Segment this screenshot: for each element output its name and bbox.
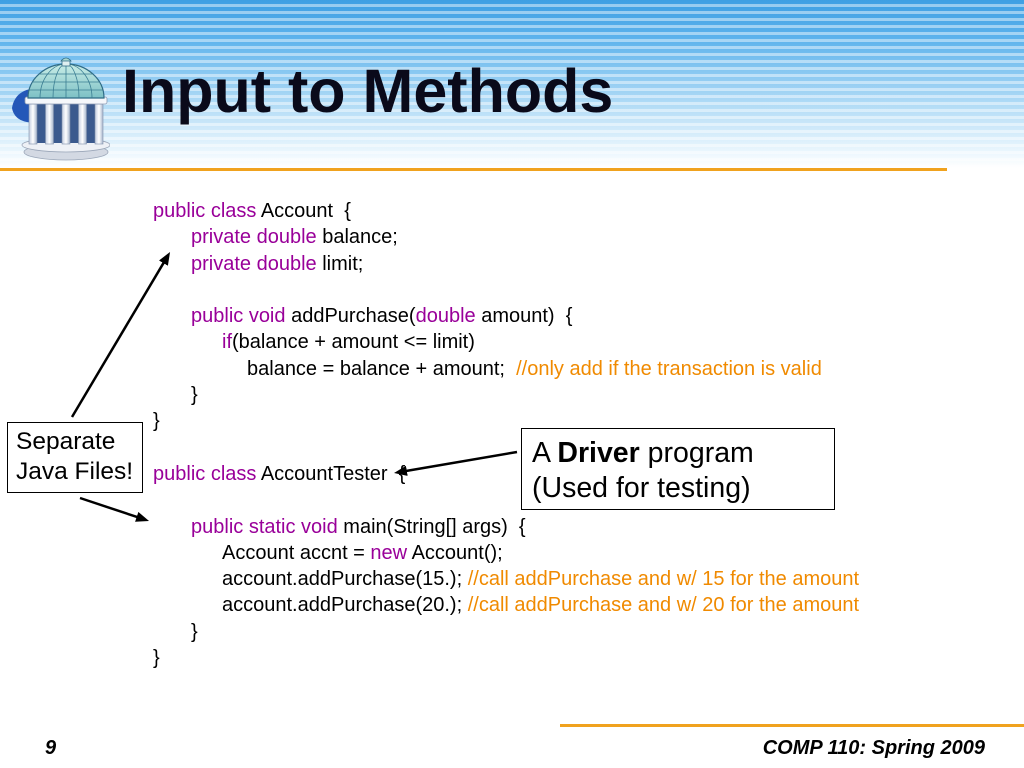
code-keyword: new <box>370 541 408 564</box>
code-text: account.addPurchase(15.); <box>222 568 468 591</box>
code-text: amount) { <box>475 305 573 328</box>
driver-program-callout: A Driver program (Used for testing) <box>521 428 835 510</box>
code-keyword: double <box>415 305 476 328</box>
code-text: addPurchase( <box>285 305 416 328</box>
code-line: public class AccountTester { <box>0 461 1024 487</box>
code-keyword: private double <box>191 252 317 275</box>
callout-text: A <box>532 437 558 469</box>
code-text: Account(); <box>407 541 503 564</box>
code-text: Account accnt = <box>222 541 371 564</box>
blank-line <box>0 487 1024 513</box>
code-text: balance; <box>316 226 398 249</box>
code-line: } <box>0 619 1024 645</box>
code-line: } <box>0 382 1024 408</box>
footer-divider <box>560 724 1024 727</box>
code-text: } <box>191 620 198 643</box>
callout-text: Separate <box>16 428 116 455</box>
code-line: public class Account { <box>0 198 1024 224</box>
code-keyword: private double <box>191 226 317 249</box>
code-line: private double limit; <box>0 251 1024 277</box>
slide-number: 9 <box>45 737 57 759</box>
header-band <box>0 0 1024 168</box>
code-line: private double balance; <box>0 224 1024 250</box>
code-line: } <box>0 408 1024 434</box>
code-keyword: public static void <box>191 515 338 538</box>
code-text: } <box>153 647 160 670</box>
logo-columns <box>28 103 104 145</box>
code-keyword: public class <box>153 462 257 485</box>
blank-line <box>0 277 1024 303</box>
code-text: AccountTester { <box>256 462 406 485</box>
code-text: (balance + amount <= limit) <box>232 331 475 354</box>
blank-line <box>0 435 1024 461</box>
code-comment: //call addPurchase and w/ 20 for the amo… <box>467 594 860 617</box>
code-comment: //only add if the transaction is valid <box>516 357 822 380</box>
callout-bold-text: Driver <box>557 437 640 469</box>
old-well-icon <box>12 57 110 161</box>
code-keyword: public class <box>153 200 257 222</box>
code-keyword: public void <box>191 305 286 328</box>
code-line: public void addPurchase( double amount) … <box>0 303 1024 329</box>
code-comment: //call addPurchase and w/ 15 for the amo… <box>467 568 860 591</box>
code-keyword: if <box>222 331 232 354</box>
code-text: balance = balance + amount; <box>247 357 517 380</box>
course-footer: COMP 110: Spring 2009 <box>762 737 985 759</box>
code-text: limit; <box>316 252 364 275</box>
code-line: if (balance + amount <= limit) <box>0 329 1024 355</box>
code-text: Account { <box>256 200 351 222</box>
separate-files-callout: Separate Java Files! <box>7 422 143 493</box>
code-line: } <box>0 645 1024 671</box>
callout-text: Java Files! <box>16 458 134 485</box>
header-divider <box>0 168 947 171</box>
code-listing: public class Account { private double ba… <box>0 198 1024 671</box>
code-line: account.addPurchase(15.); //call addPurc… <box>0 566 1024 592</box>
callout-text: (Used for testing) <box>532 472 751 504</box>
code-line: public static void main(String[] args) { <box>0 514 1024 540</box>
logo-dome <box>27 57 105 99</box>
callout-line: A Driver program <box>532 436 834 471</box>
code-text: account.addPurchase(20.); <box>222 594 468 617</box>
code-line: Account accnt = new Account(); <box>0 540 1024 566</box>
callout-text: program <box>639 437 754 469</box>
code-text: } <box>191 384 198 407</box>
slide-title: Input to Methods <box>122 57 614 125</box>
code-text: main(String[] args) { <box>337 515 526 538</box>
code-line: account.addPurchase(20.); //call addPurc… <box>0 592 1024 618</box>
code-line: balance = balance + amount; //only add i… <box>0 356 1024 382</box>
code-text: } <box>153 410 160 433</box>
